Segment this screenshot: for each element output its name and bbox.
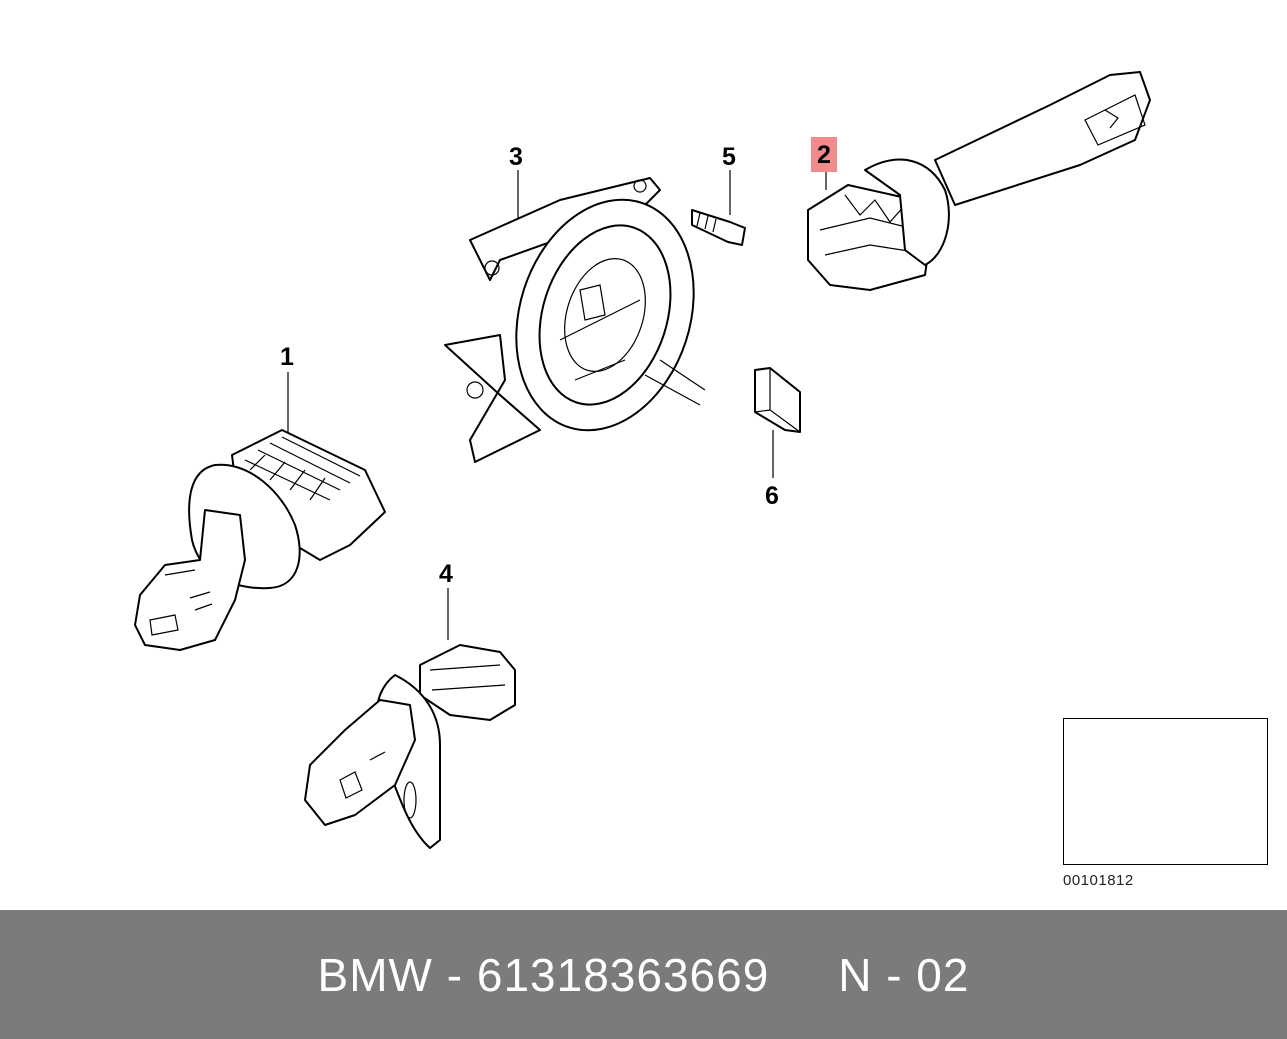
reference-code: 00101812 <box>1063 872 1134 889</box>
reference-image-frame <box>1063 718 1268 865</box>
footer-brand: BMW <box>317 948 433 1001</box>
part-1-turn-signal-switch <box>134 429 386 651</box>
footer-position-label: N - 02 <box>838 948 970 1001</box>
part-5-screw <box>691 209 746 246</box>
callout-2-highlighted: 2 <box>811 137 837 172</box>
part-4-cruise-control-switch <box>304 644 516 849</box>
footer-bar: BMW - 61318363669 N - 02 <box>0 910 1287 1039</box>
footer-part-number: 61318363669 <box>476 948 770 1001</box>
callout-5: 5 <box>722 143 736 171</box>
callout-1: 1 <box>280 343 294 371</box>
footer-caption: BMW - 61318363669 N - 02 <box>318 948 970 1002</box>
parts-diagram <box>134 71 1241 850</box>
callout-6: 6 <box>765 482 779 510</box>
callout-3: 3 <box>509 143 523 171</box>
callout-4: 4 <box>439 560 453 588</box>
part-2-wiper-switch <box>807 71 1151 291</box>
footer-separator: - <box>446 948 464 1001</box>
part-3-contact-ring-housing <box>444 177 706 463</box>
part-6-foam-pad <box>754 367 801 433</box>
